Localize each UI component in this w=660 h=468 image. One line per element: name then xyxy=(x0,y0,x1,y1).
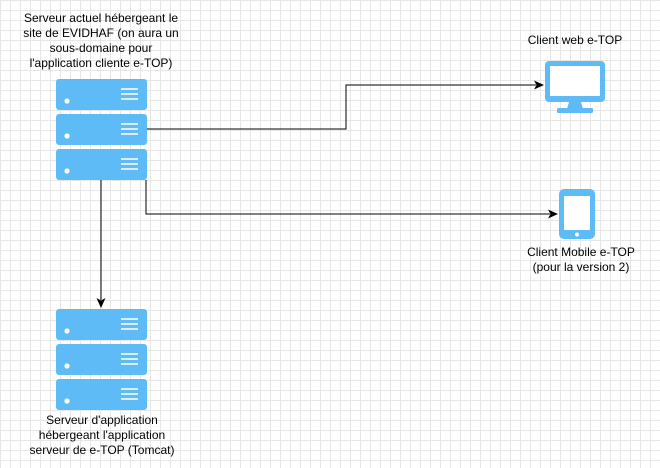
label-line: Serveur d'application xyxy=(46,413,158,427)
connector-server-to-mobile-client xyxy=(145,180,558,219)
label-line: sous-domaine pour xyxy=(49,41,153,55)
label-line: Serveur actuel hébergeant le xyxy=(23,11,179,25)
server-unit-1 xyxy=(56,79,147,110)
monitor-icon xyxy=(545,61,605,113)
connector-server-to-app-server xyxy=(96,180,106,308)
server-unit-2 xyxy=(56,114,147,145)
current-server-icon xyxy=(56,79,147,180)
mobile-icon xyxy=(559,189,595,239)
server-unit-1 xyxy=(56,309,147,340)
label-line: site de EVIDHAF (on aura un xyxy=(23,26,179,40)
label-line: Client Mobile e-TOP xyxy=(527,245,635,259)
label-line: hébergeant l'application xyxy=(38,428,166,442)
label-line: (pour la version 2) xyxy=(532,260,630,274)
mobile-client-label: Client Mobile e-TOP (pour la version 2) xyxy=(515,245,647,275)
current-server-label: Serveur actuel hébergeant le site de EVI… xyxy=(5,11,197,71)
label-line: serveur de e-TOP (Tomcat) xyxy=(29,443,175,457)
server-unit-3 xyxy=(56,149,147,180)
connector-server-to-web-client xyxy=(147,80,544,130)
label-line: Client web e-TOP xyxy=(527,33,623,47)
web-client-label: Client web e-TOP xyxy=(515,33,635,48)
app-server-label: Serveur d'application hébergeant l'appli… xyxy=(16,413,188,458)
server-unit-3 xyxy=(56,379,147,410)
label-line: l'application cliente e-TOP) xyxy=(29,56,173,70)
app-server-icon xyxy=(56,309,147,410)
server-unit-2 xyxy=(56,344,147,375)
